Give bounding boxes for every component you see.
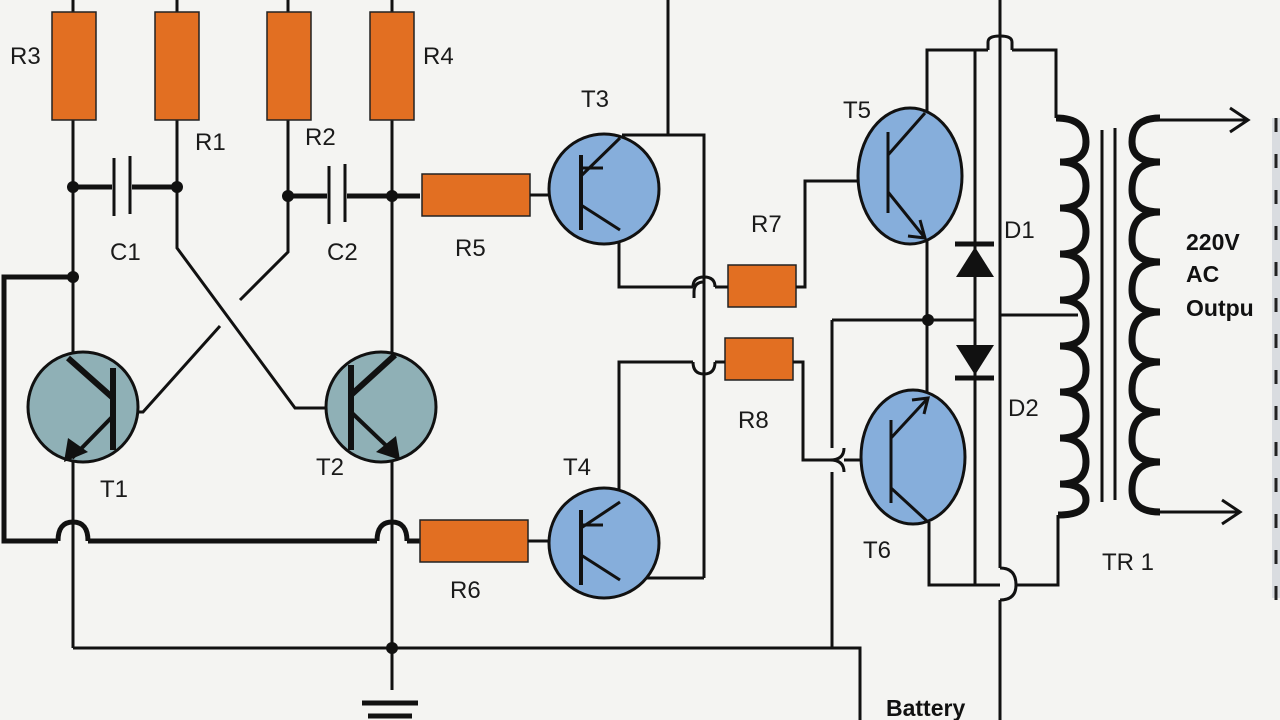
label-t6: T6 [863,537,891,564]
capacitor-c2 [327,164,347,224]
label-r4: R4 [423,43,454,70]
driver-wires [528,0,975,648]
label-t5: T5 [843,97,871,124]
resistor-r7 [727,264,797,308]
junction-dots [67,181,934,654]
diode-d1 [955,241,994,277]
transistor-t4 [547,486,661,600]
capacitor-c1 [112,156,132,216]
label-r5: R5 [455,235,486,262]
label-battery: Battery [886,695,965,720]
label-r8: R8 [738,407,769,434]
label-r2: R2 [305,124,336,151]
label-c2: C2 [327,239,358,266]
label-c1: C1 [110,239,141,266]
power-stage-wires [832,0,1078,720]
label-d1: D1 [1004,217,1035,244]
label-r3: R3 [10,43,41,70]
label-t3: T3 [581,86,609,113]
cropped-edge-fragment [1272,118,1280,600]
label-r7: R7 [751,211,782,238]
label-t2: T2 [316,454,344,481]
resistor-r6 [419,519,529,563]
label-t4: T4 [563,454,591,481]
resistor-r4 [369,11,415,121]
resistor-r1 [154,11,200,121]
transistor-t5 [856,106,964,246]
labels: R3 R1 R2 R4 R5 R6 R7 R8 C1 C2 T1 T2 T3 T… [10,43,1254,720]
transistor-t3 [547,132,661,246]
transformer-tr1 [1055,106,1251,526]
label-t1: T1 [100,476,128,503]
transistor-t6 [859,388,967,526]
label-output-ac: AC [1186,261,1219,287]
ground-icon [362,700,418,719]
transistor-t1 [26,350,140,464]
resistor-r3 [51,11,97,121]
label-tr1: TR 1 [1102,549,1154,576]
label-d2: D2 [1008,395,1039,422]
label-r6: R6 [450,577,481,604]
label-r1: R1 [195,129,226,156]
label-output-word: Outpu [1186,295,1254,321]
resistor-r5 [421,173,531,217]
diode-d2 [955,345,994,381]
resistor-r2 [266,11,312,121]
transistor-t2 [324,350,438,464]
label-output-voltage: 220V [1186,229,1240,255]
resistor-r8 [724,337,794,381]
